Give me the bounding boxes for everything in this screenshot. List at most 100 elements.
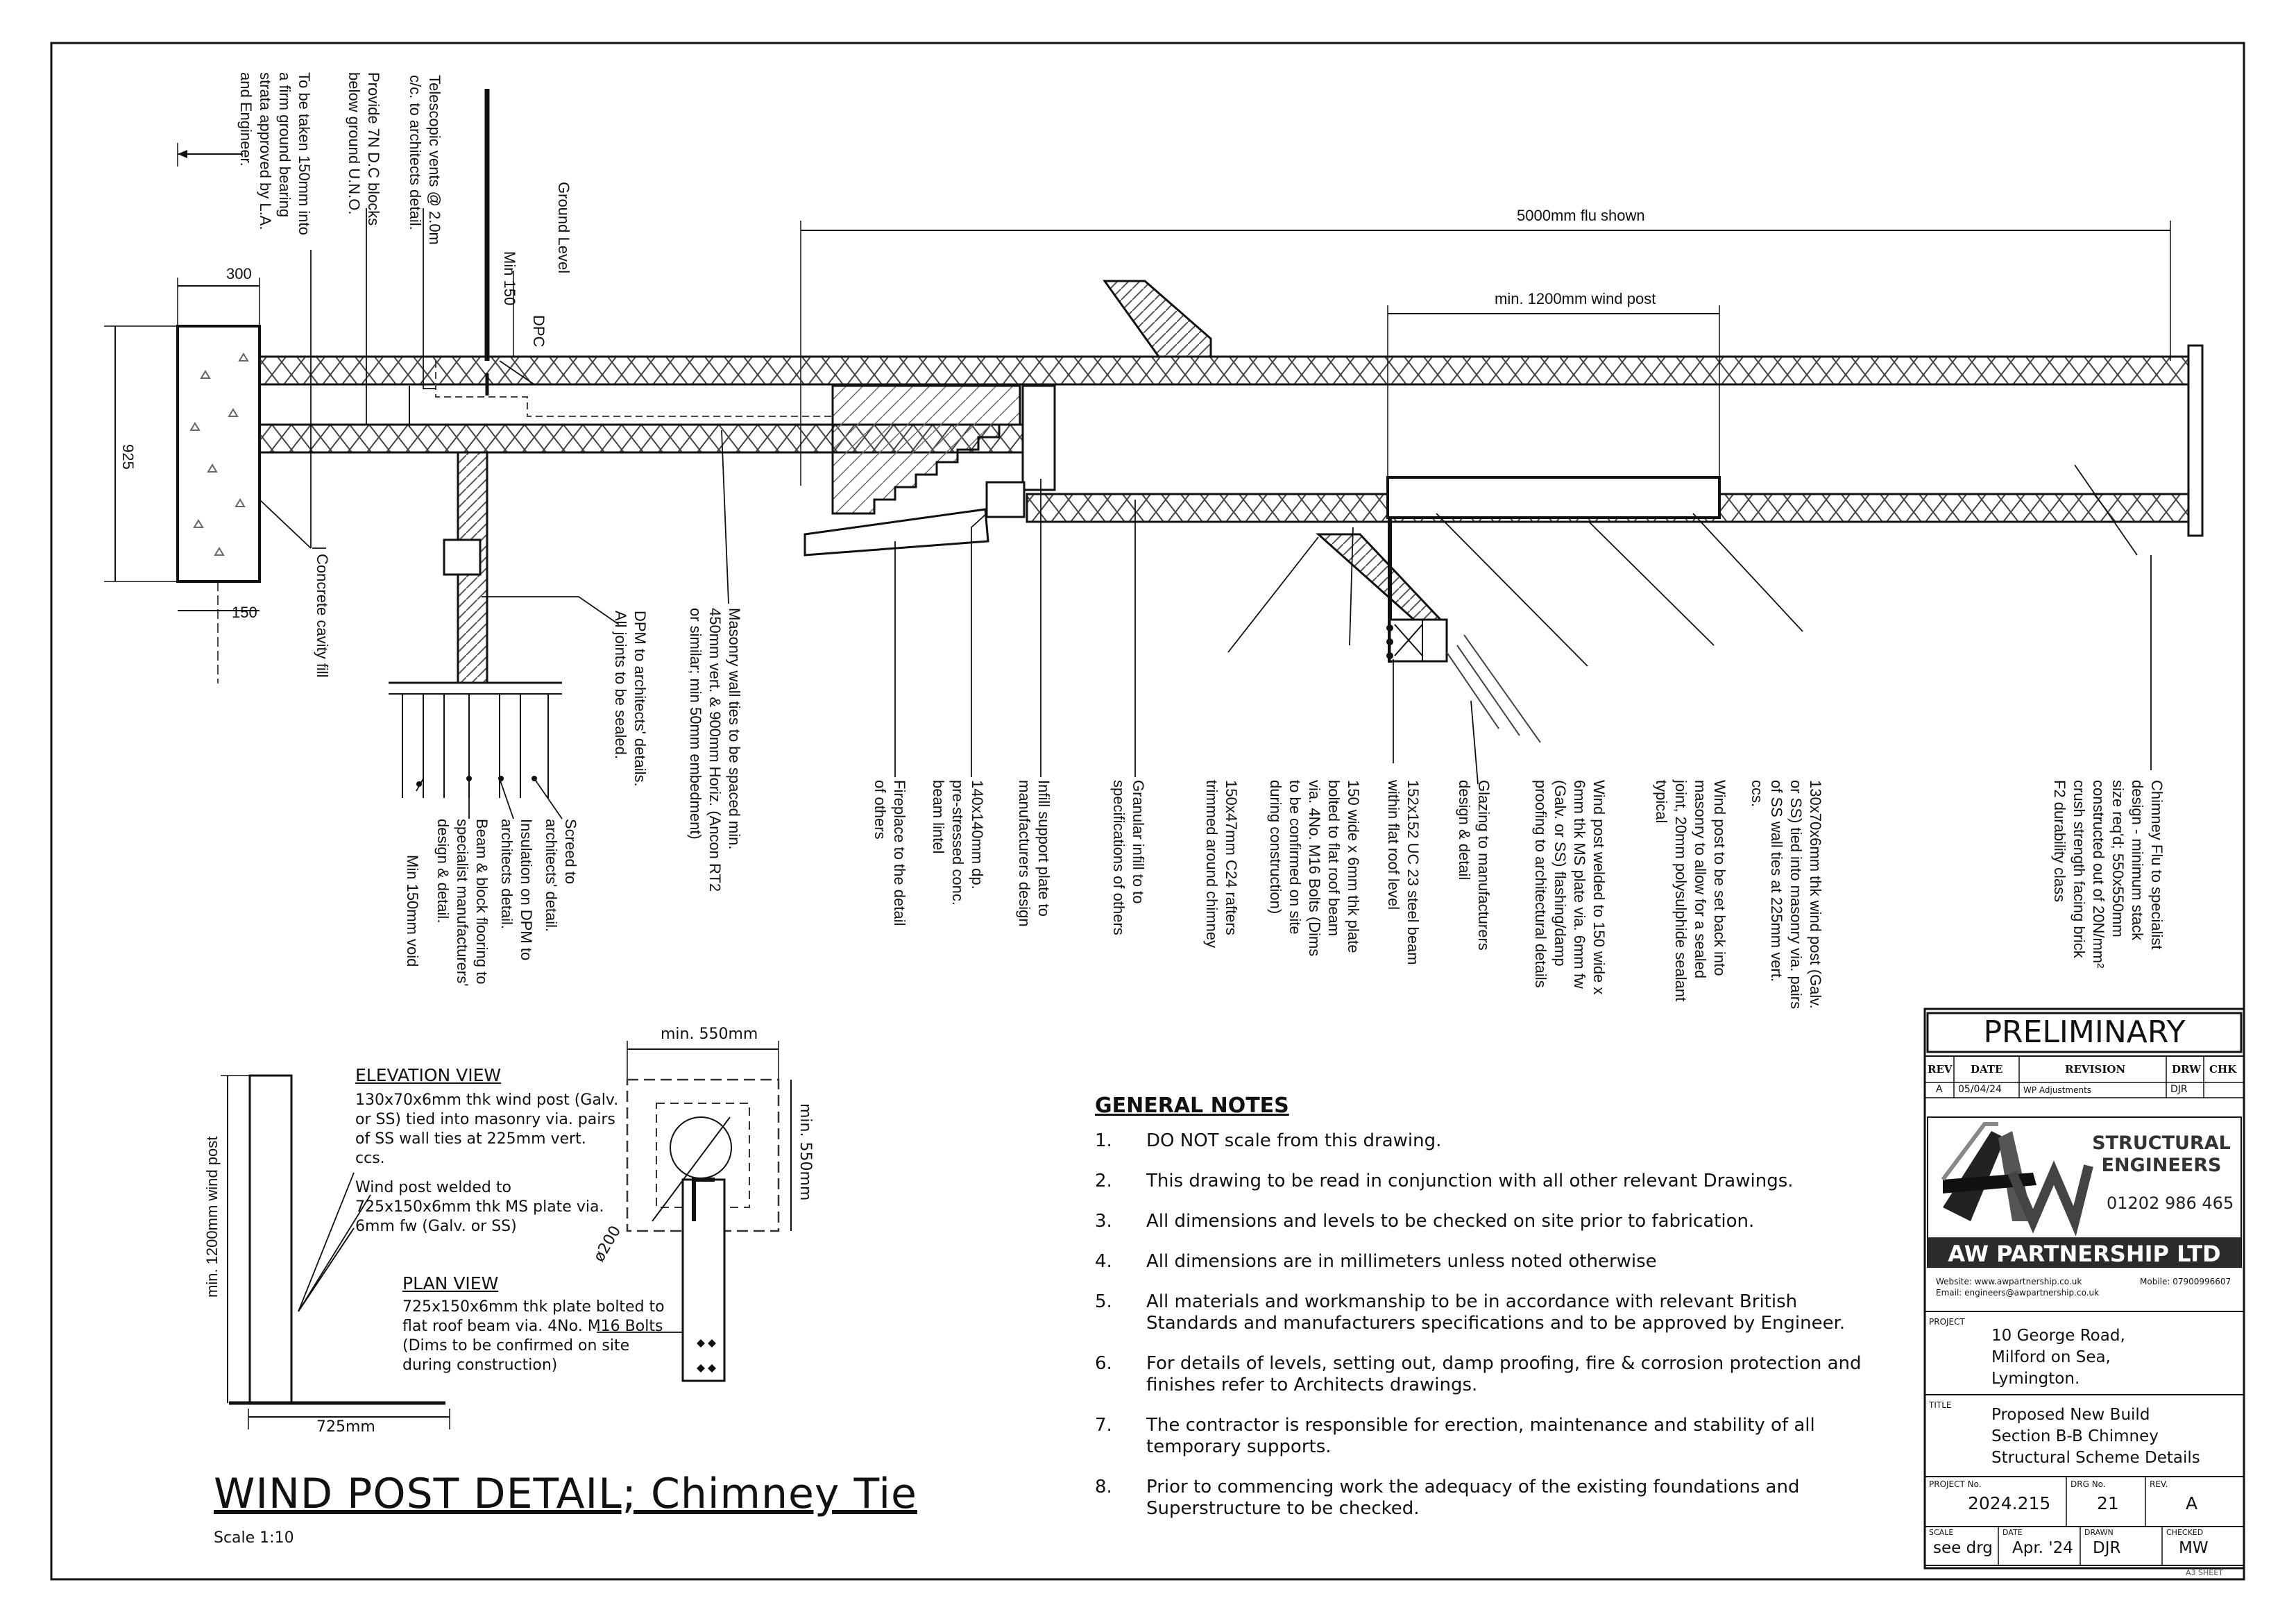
vents-note: Telescopic vents @ 2.0m c/c. to architec… [407, 75, 443, 245]
drawn-label: DRAWN [2084, 1528, 2114, 1537]
rev-header-drw: DRW [2172, 1063, 2201, 1076]
post-welded-label: Wind post welded to 150 wide x 6mm thk M… [1532, 780, 1608, 995]
foundation-width-label: 300 [226, 265, 252, 282]
elevation-height-dim: min. 1200mm wind post [203, 1136, 221, 1298]
note-item: 1.DO NOT scale from this drawing. [1095, 1130, 1442, 1151]
company-tagline: STRUCTURAL ENGINEERS [2092, 1132, 2231, 1176]
infill-plate-label: Infill support plate to manufacturers de… [1016, 780, 1053, 927]
dpm-label: DPM to architects' details. All joints t… [612, 611, 649, 787]
foundation-note: To be taken 150mm into a firm ground bea… [237, 72, 313, 235]
section-view [104, 89, 2204, 819]
rev-header-revision: REVISION [2065, 1063, 2126, 1076]
flu-shown-dim: 5000mm flu shown [1517, 207, 1645, 224]
wind-post [1386, 476, 1721, 519]
drawing-title-lines: Proposed New Build Section B-B Chimney S… [1991, 1406, 2200, 1467]
roof-rafter [1316, 533, 1445, 622]
plate-bolted-label: 150 wide x 6mm thk plate bolted to flat … [1267, 780, 1362, 957]
min-wind-post-dim: min. 1200mm wind post [1495, 290, 1656, 307]
company-website: Website: www.awpartnership.co.uk [1936, 1277, 2082, 1286]
company-name: AW PARTNERSHIP LTD [1948, 1241, 2221, 1267]
min-150-label: Min 150 [501, 251, 518, 306]
general-notes-title: GENERAL NOTES [1095, 1094, 1289, 1118]
plan-flu [670, 1116, 732, 1179]
rev-header-rev: REV [1928, 1063, 1953, 1076]
sheet-size: A3 SHEET [2186, 1568, 2223, 1577]
project-label: PROJECT [1929, 1317, 1965, 1327]
blocks-note: Provide 7N D.C blocks below ground U.N.O… [346, 72, 382, 226]
ground-level-label: Ground Level [555, 182, 572, 274]
dpc-label: DPC [530, 315, 547, 348]
company-email: Email: engineers@awpartnership.co.uk [1936, 1288, 2100, 1298]
note-item: 5.All materials and workmanship to be in… [1095, 1291, 1846, 1334]
note-item: 7.The contractor is responsible for erec… [1095, 1415, 1815, 1457]
upper-masonry-band [258, 355, 2190, 386]
plan-view-drawing [597, 1041, 792, 1382]
rev-row-revision: WP Adjustments [2023, 1085, 2092, 1095]
screed-label: Screed to architects' detail. [543, 819, 579, 933]
general-notes: GENERAL NOTES 1.DO NOT scale from this d… [1095, 1095, 1872, 1538]
checked-value: MW [2179, 1539, 2209, 1557]
rev-row-rev: A [1936, 1084, 1943, 1095]
elevation-width-dim: 725mm [316, 1418, 375, 1436]
foundation-block [176, 325, 261, 583]
foundation-depth-label: 925 [119, 444, 137, 470]
glazing-label: Glazing to manufacturers design & detail [1456, 780, 1493, 951]
foundation-offset-label: 150 [232, 604, 257, 621]
note-item: 4.All dimensions are in millimeters unle… [1095, 1251, 1657, 1272]
note-item: 2.This drawing to be read in conjunction… [1095, 1171, 1794, 1191]
drawing-scale: Scale 1:10 [214, 1529, 294, 1547]
set-back-label: Wind post to be set back into masonry to… [1653, 780, 1728, 1002]
scale-value: see drg [1933, 1539, 1993, 1557]
note-item: 8.Prior to commencing work the adequacy … [1095, 1477, 1800, 1519]
steel-beam-label: 152x152 UC 23 steel beam within flat roo… [1385, 780, 1422, 965]
insulation-label: Insulation on DPM to architects detail. [498, 819, 535, 961]
project-no-label: PROJECT No. [1929, 1479, 1982, 1489]
note-item: 3.All dimensions and levels to be checke… [1095, 1211, 1755, 1232]
steel-beam [1388, 618, 1448, 663]
rev-label: REV. [2150, 1479, 2168, 1489]
rev-value: A [2186, 1493, 2198, 1513]
drawing-title: WIND POST DETAIL; Chimney Tie [214, 1470, 917, 1518]
granular-label: Granular infill to to specifications of … [1110, 780, 1147, 935]
title-label: TITLE [1929, 1400, 1952, 1410]
chimney-flu-label: Chimney Flu to specialist design - minim… [2051, 780, 2166, 969]
elevation-view-text: ELEVATION VIEW 130x70x6mm thk wind post … [355, 1065, 619, 1236]
concrete-fill-label: Concrete cavity fill [314, 554, 331, 678]
drg-no-label: DRG No. [2070, 1479, 2106, 1489]
rev-row-date: 05/04/24 [1958, 1084, 2002, 1095]
project-no: 2024.215 [1968, 1493, 2051, 1513]
drawn-value: DJR [2093, 1539, 2121, 1557]
drg-no: 21 [2097, 1493, 2119, 1513]
plan-stack-outline [626, 1078, 780, 1232]
flu-end-cap [2187, 344, 2204, 537]
void-label: Min 150mm void [404, 855, 421, 967]
elevation-heading: ELEVATION VIEW [355, 1065, 502, 1085]
checked-label: CHECKED [2166, 1528, 2204, 1537]
wind-post-label: 130x70x6mm thk wind post (Galv. or SS) t… [1749, 780, 1824, 1010]
project-address: 10 George Road, Milford on Sea, Lymingto… [1991, 1327, 2125, 1388]
stepped-corbel [831, 384, 1021, 515]
fireplace-label: Fireplace to the detail of others [871, 780, 908, 926]
beam-block-label: Beam & block flooring to specialist manu… [434, 819, 491, 987]
rafters-label: 150x47mm C24 rafters trimmed around chim… [1203, 780, 1240, 949]
plan-heading: PLAN VIEW [402, 1273, 499, 1293]
company-banner [1928, 1238, 2241, 1267]
scale-label: SCALE [1929, 1528, 1954, 1537]
rev-header-date: DATE [1971, 1063, 2003, 1076]
status-banner: PRELIMINARY [1983, 1014, 2186, 1050]
rev-row-drw: DJR [2170, 1084, 2188, 1095]
aw-logo [1941, 1122, 2093, 1237]
wall-ties-label: Masonry wall ties to be spaced min. 450m… [687, 608, 743, 892]
elevation-wind-post [248, 1074, 293, 1404]
plan-height-dim: min. 550mm [797, 1103, 814, 1201]
note-item: 6.For details of levels, setting out, da… [1095, 1353, 1862, 1395]
company-phone: 01202 986 465 [2107, 1193, 2234, 1213]
rev-header-chk: CHK [2209, 1063, 2237, 1076]
fireplace-lintel [803, 508, 989, 556]
plan-plate [681, 1178, 726, 1382]
company-mobile: Mobile: 07900996607 [2140, 1277, 2231, 1286]
sheet-border [50, 42, 2245, 1581]
lintel-label: 140x140mm dp. pre-stressed conc. beam li… [930, 780, 986, 906]
plan-view-text: PLAN VIEW 725x150x6mm thk plate bolted t… [402, 1273, 665, 1375]
